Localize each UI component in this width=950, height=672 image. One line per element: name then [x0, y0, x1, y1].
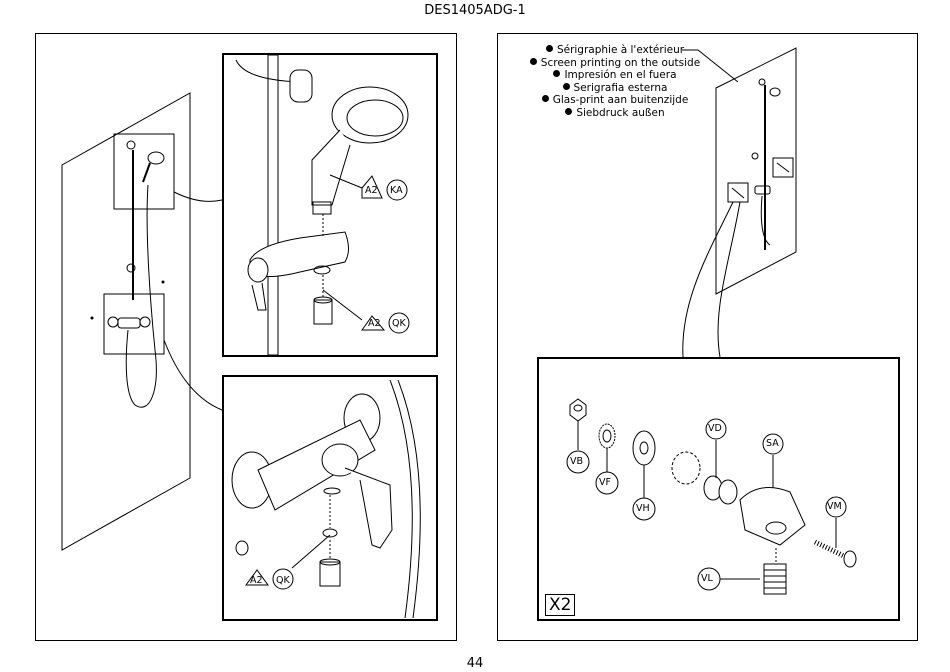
left-panel [35, 33, 457, 641]
part-label-vb: VB [570, 456, 584, 467]
part-label-sa: SA [766, 438, 779, 449]
quantity-label: X2 [545, 594, 576, 616]
right-panel [497, 33, 918, 641]
part-label-vf: VF [599, 477, 611, 488]
note-en: Screen printing on the outside [500, 57, 730, 70]
note-es: Impresión en el fuera [500, 69, 730, 82]
bullet-icon [545, 45, 553, 52]
callout-a2-top: A2 [365, 185, 378, 196]
callout-ka: KA [390, 185, 403, 196]
bullet-icon [562, 82, 570, 90]
bullet-icon [565, 107, 573, 115]
part-label-vd: VD [708, 423, 722, 434]
note-de: Siebdruck außen [500, 107, 730, 120]
note-it: Serigrafia esterna [500, 82, 730, 95]
note-fr: Sérigraphie à l'extérieur [500, 44, 730, 57]
callout-qk-bottom: QK [276, 575, 290, 586]
callout-a2-mid: A2 [368, 318, 381, 329]
bullet-icon [529, 57, 537, 65]
screen-printing-notes: Sérigraphie à l'extérieur Screen printin… [500, 44, 730, 120]
page-number: 44 [466, 656, 484, 671]
callout-qk-mid: QK [392, 318, 406, 329]
part-label-vl: VL [701, 573, 713, 584]
part-label-vm: VM [827, 501, 842, 512]
bullet-icon [541, 95, 549, 103]
bullet-icon [553, 70, 561, 78]
document-code: DES1405ADG-1 [424, 3, 526, 18]
callout-a2-bottom: A2 [250, 575, 263, 586]
note-nl: Glas-print aan buitenzijde [500, 94, 730, 107]
part-label-vh: VH [636, 503, 650, 514]
